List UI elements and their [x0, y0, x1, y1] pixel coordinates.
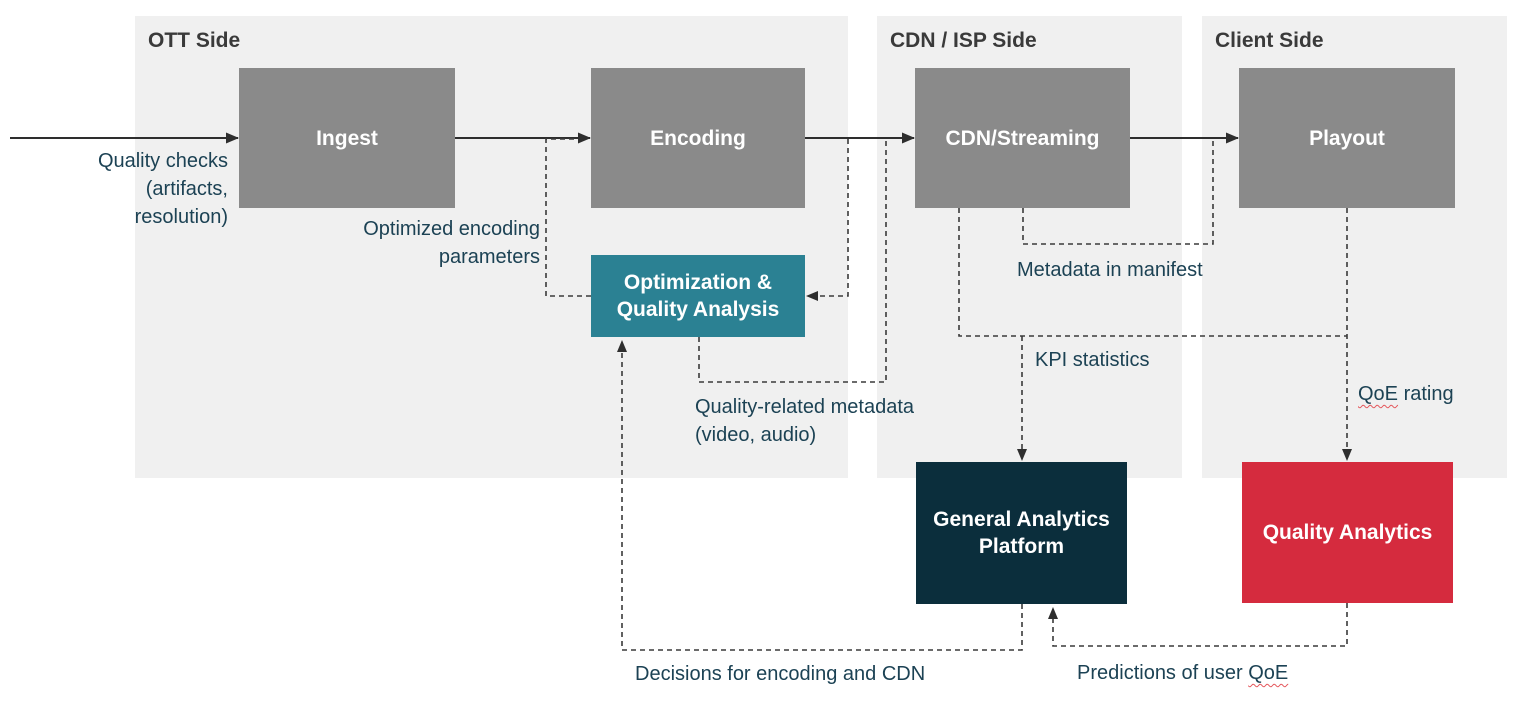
label-qoe-rating-qoe: QoE: [1358, 383, 1399, 405]
label-quality-checks-line1: Quality checks: [97, 150, 228, 172]
panel-title-cdn-isp-side: CDN / ISP Side: [890, 29, 1037, 52]
label-predictions-prefix: Predictions of user: [1077, 662, 1249, 684]
label-quality-related-metadata: Quality-related metadata (video, audio): [695, 393, 914, 449]
node-general-analytics-platform: General Analytics Platform: [916, 462, 1127, 604]
label-predictions-of-user-qoe: Predictions of user QoE: [1077, 659, 1288, 687]
panel-title-client-side: Client Side: [1215, 29, 1324, 52]
node-ingest-label: Ingest: [316, 126, 378, 150]
panel-title-ott-side: OTT Side: [148, 29, 241, 52]
node-general-analytics-label-line1: General Analytics: [933, 508, 1110, 531]
node-optimization-label-line1: Optimization &: [623, 271, 773, 294]
node-cdn-streaming-label: CDN/Streaming: [945, 126, 1100, 150]
node-optimization-quality-analysis: Optimization & Quality Analysis: [591, 255, 805, 337]
node-general-analytics-label-line2: Platform: [978, 535, 1065, 558]
label-quality-checks-line3: resolution): [134, 206, 228, 228]
label-optimized-params-line2: parameters: [438, 246, 540, 268]
label-metadata-in-manifest: Metadata in manifest: [1017, 259, 1203, 281]
label-optimized-params-line1: Optimized encoding: [363, 218, 540, 240]
node-ingest: Ingest: [239, 68, 455, 208]
node-encoding: Encoding: [591, 68, 805, 208]
label-quality-metadata-line2: (video, audio): [695, 424, 817, 446]
label-qoe-rating-rest: rating: [1398, 383, 1454, 405]
label-decisions-for-encoding-and-cdn: Decisions for encoding and CDN: [635, 663, 926, 685]
node-playout-label: Playout: [1309, 126, 1385, 150]
node-encoding-label: Encoding: [650, 126, 746, 150]
label-qoe-rating: QoE rating: [1358, 380, 1454, 408]
label-optimized-encoding-parameters: Optimized encoding parameters: [330, 215, 540, 271]
label-kpi-statistics: KPI statistics: [1035, 349, 1150, 371]
label-quality-checks-line2: (artifacts,: [145, 178, 228, 200]
node-cdn-streaming: CDN/Streaming: [915, 68, 1130, 208]
label-quality-checks: Quality checks (artifacts, resolution): [40, 147, 228, 231]
label-predictions-qoe: QoE: [1248, 662, 1289, 684]
dashed-predictions-to-general-analytics: [1048, 603, 1348, 647]
node-optimization-label-line2: Quality Analysis: [616, 298, 780, 321]
node-quality-analytics: Quality Analytics: [1242, 462, 1453, 603]
label-quality-metadata-line1: Quality-related metadata: [695, 396, 915, 418]
node-quality-analytics-label: Quality Analytics: [1262, 521, 1433, 544]
node-playout: Playout: [1239, 68, 1455, 208]
